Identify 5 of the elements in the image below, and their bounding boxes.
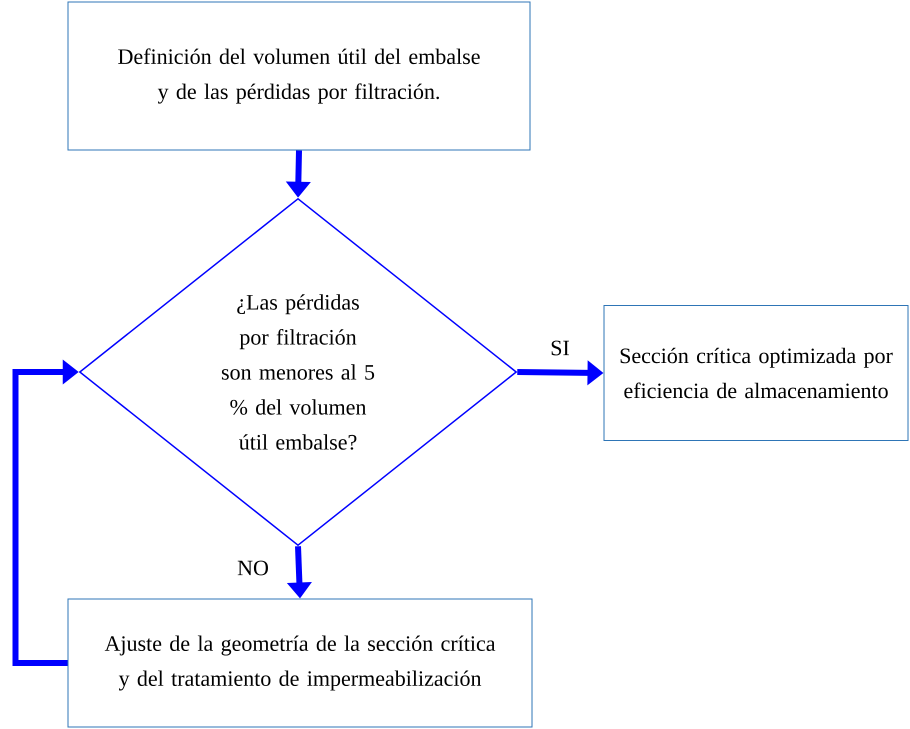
process-box: Definición del volumen útil del embalse y de las pérdidas por filtración. [68,2,530,150]
process-box: Sección crítica optimizada por eficiencia de almacenamiento [604,305,908,441]
process-box: Ajuste de la geometría de la sección crítica y del tratamiento de impermeabilización [68,598,532,728]
edge-label: SI [549,340,571,356]
edge-label: NO [236,560,270,576]
